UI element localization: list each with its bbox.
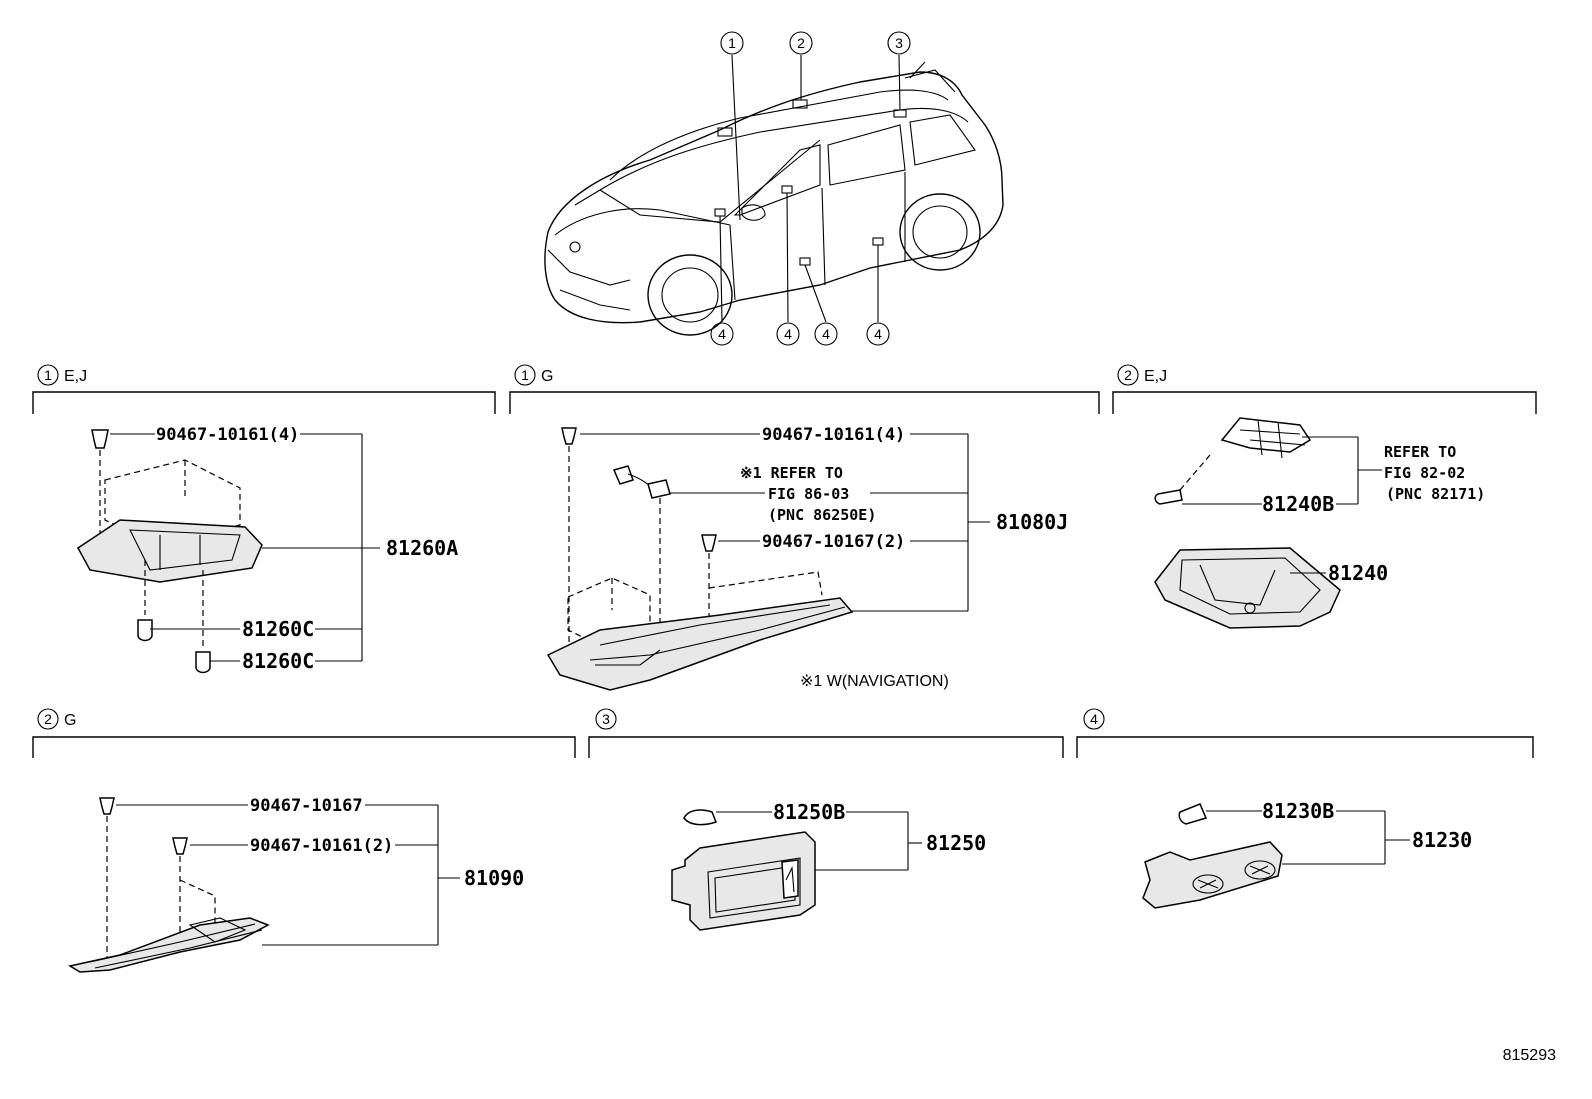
part-81230B: 81230B	[1262, 799, 1334, 823]
callout-4c: 4	[822, 326, 830, 342]
vehicle-illustration	[544, 54, 1004, 336]
clip-icon	[91, 429, 109, 449]
bulb-icon	[137, 619, 153, 642]
section-4-bracket	[1076, 736, 1534, 758]
section-1-ej-bracket	[32, 391, 496, 414]
callout-4a: 4	[718, 326, 726, 342]
section-1-g-label: G	[541, 368, 553, 385]
callout-4d: 4	[874, 326, 882, 342]
clip-icon	[99, 797, 115, 815]
callout-4b: 4	[784, 326, 792, 342]
section-3-bracket	[588, 736, 1064, 758]
part-90467-10161-4: 90467-10161(4)	[156, 425, 299, 445]
bulb-icon	[195, 651, 211, 674]
refer-note-2-line-3: (PNC 82171)	[1386, 485, 1485, 503]
figure-number: 815293	[1503, 1047, 1556, 1064]
part-81080J: 81080J	[996, 510, 1068, 534]
section-1-g-number: 1	[521, 367, 529, 383]
section-2-g-parts: 90467-10167 90467-10161(2) 81090	[67, 796, 524, 973]
bulb-icon	[1178, 803, 1208, 825]
callout-2: 2	[797, 35, 805, 51]
section-3-number: 3	[602, 711, 610, 727]
refer-note-2-line-1: REFER TO	[1384, 443, 1456, 461]
part-81260A: 81260A	[386, 536, 458, 560]
luggage-room-lamp	[671, 831, 816, 931]
section-1-ej-number: 1	[44, 367, 52, 383]
section-2-g-number: 2	[44, 711, 52, 727]
clip-icon	[701, 534, 717, 552]
section-1-g-parts: 90467-10161(4) ※1 REFER TO FIG 86-03 (PN…	[546, 425, 1068, 691]
part-90467-10161-2: 90467-10161(2)	[250, 836, 393, 856]
part-90467-10167: 90467-10167	[250, 796, 363, 816]
switch-assembly	[1220, 417, 1312, 453]
part-81090: 81090	[464, 866, 524, 890]
callout-3: 3	[895, 35, 903, 51]
section-4-parts: 81230B 81230	[1142, 799, 1472, 909]
section-2-g-bracket	[32, 736, 576, 758]
navigation-note: ※1 W(NAVIGATION)	[800, 673, 949, 690]
connector-icon	[612, 465, 634, 485]
section-2-ej-bracket	[1112, 391, 1537, 414]
refer-note-1-line-3: (PNC 86250E)	[768, 506, 876, 524]
part-81240: 81240	[1328, 561, 1388, 585]
section-2-ej-parts: REFER TO FIG 82-02 (PNC 82171) 81240B 81…	[1154, 417, 1485, 629]
refer-note-2-line-2: FIG 82-02	[1384, 464, 1465, 482]
part-81240B: 81240B	[1262, 492, 1334, 516]
part-90467-10161-4-g: 90467-10161(4)	[762, 425, 905, 445]
section-2-ej-label: E,J	[1144, 368, 1167, 385]
section-1-ej-parts: 90467-10161(4) 81260A 81260C 81260C	[77, 425, 458, 674]
callout-1: 1	[728, 35, 736, 51]
clip-icon	[561, 427, 577, 445]
part-81230: 81230	[1412, 828, 1472, 852]
clip-icon	[172, 837, 188, 855]
section-2-ej-number: 2	[1124, 367, 1132, 383]
section-2-g-label: G	[64, 712, 76, 729]
section-headers: 1 E,J 1 G 2 E,J 2 G 3 4	[32, 364, 1537, 758]
part-81260C: 81260C	[242, 617, 314, 641]
room-lamp-housing	[77, 519, 263, 583]
part-90467-10167-2: 90467-10167(2)	[762, 532, 905, 552]
section-4-number: 4	[1090, 711, 1098, 727]
section-3-parts: 81250B 81250	[671, 800, 986, 931]
part-81250B: 81250B	[773, 800, 845, 824]
refer-note-1-line-2: FIG 86-03	[768, 485, 849, 503]
part-81250: 81250	[926, 831, 986, 855]
refer-note-1-line-1: ※1 REFER TO	[740, 464, 843, 482]
section-1-ej-label: E,J	[64, 368, 87, 385]
part-81260C-2: 81260C	[242, 649, 314, 673]
bulb-icon	[1154, 489, 1183, 505]
vehicle-callouts: 1 2 3 4 4 4 4	[710, 31, 911, 346]
section-1-g-bracket	[509, 391, 1100, 414]
switch-icon	[781, 859, 799, 899]
bulb-icon	[683, 809, 717, 826]
